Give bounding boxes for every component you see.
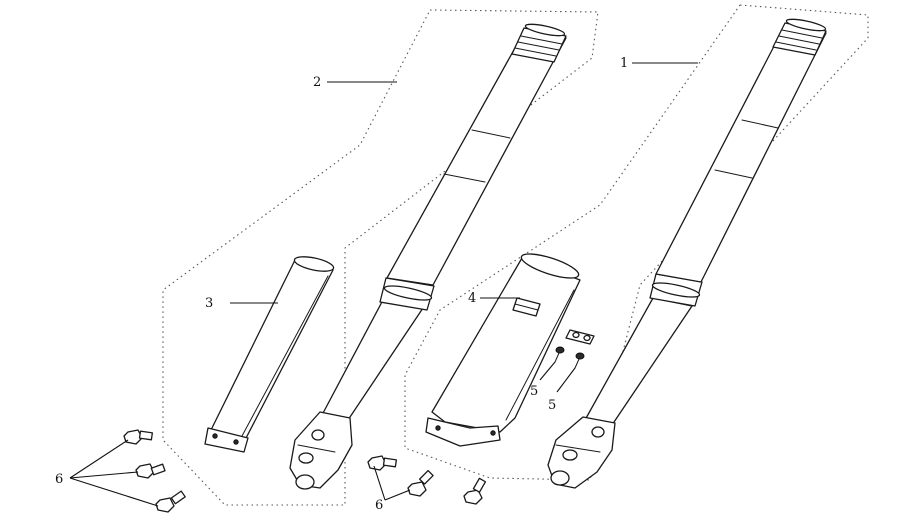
- callout-3: 3: [205, 296, 213, 311]
- leader-6b-1: [373, 465, 386, 501]
- leader-5b: [556, 367, 576, 393]
- leader-6b-2: [384, 489, 411, 501]
- bolt-left-3: [155, 490, 186, 513]
- screw-b: [574, 352, 585, 369]
- leader-6a-1: [69, 439, 129, 479]
- fork-leg-left: [289, 23, 567, 490]
- callout-5a: 5: [530, 384, 538, 399]
- callout-5b: 5: [548, 398, 556, 413]
- screws-part-5: [554, 329, 595, 369]
- callout-4: 4: [468, 291, 476, 306]
- bolt-right-1: [367, 455, 398, 471]
- bolts-part-6-right: [367, 455, 487, 505]
- callout-6b: 6: [375, 498, 383, 513]
- bolts-part-6-left: [123, 429, 186, 513]
- leader-6a-3: [69, 477, 159, 507]
- bolt-right-2: [407, 469, 434, 497]
- fork-guard-right: [425, 253, 581, 447]
- screw-a: [554, 346, 565, 363]
- callout-6a: 6: [55, 472, 63, 487]
- bolt-right-3: [463, 477, 487, 505]
- callout-1: 1: [620, 56, 628, 71]
- callout-2: 2: [313, 75, 321, 90]
- fork-leg-right: [547, 18, 827, 489]
- leader-6a-2: [69, 471, 139, 479]
- screw-clip: [565, 329, 595, 345]
- bolt-left-1: [123, 429, 154, 445]
- group-boundary-left-fork: [162, 9, 599, 506]
- fork-guard-left: [204, 256, 335, 453]
- leader-5a: [539, 361, 556, 381]
- bolt-left-2: [135, 463, 166, 479]
